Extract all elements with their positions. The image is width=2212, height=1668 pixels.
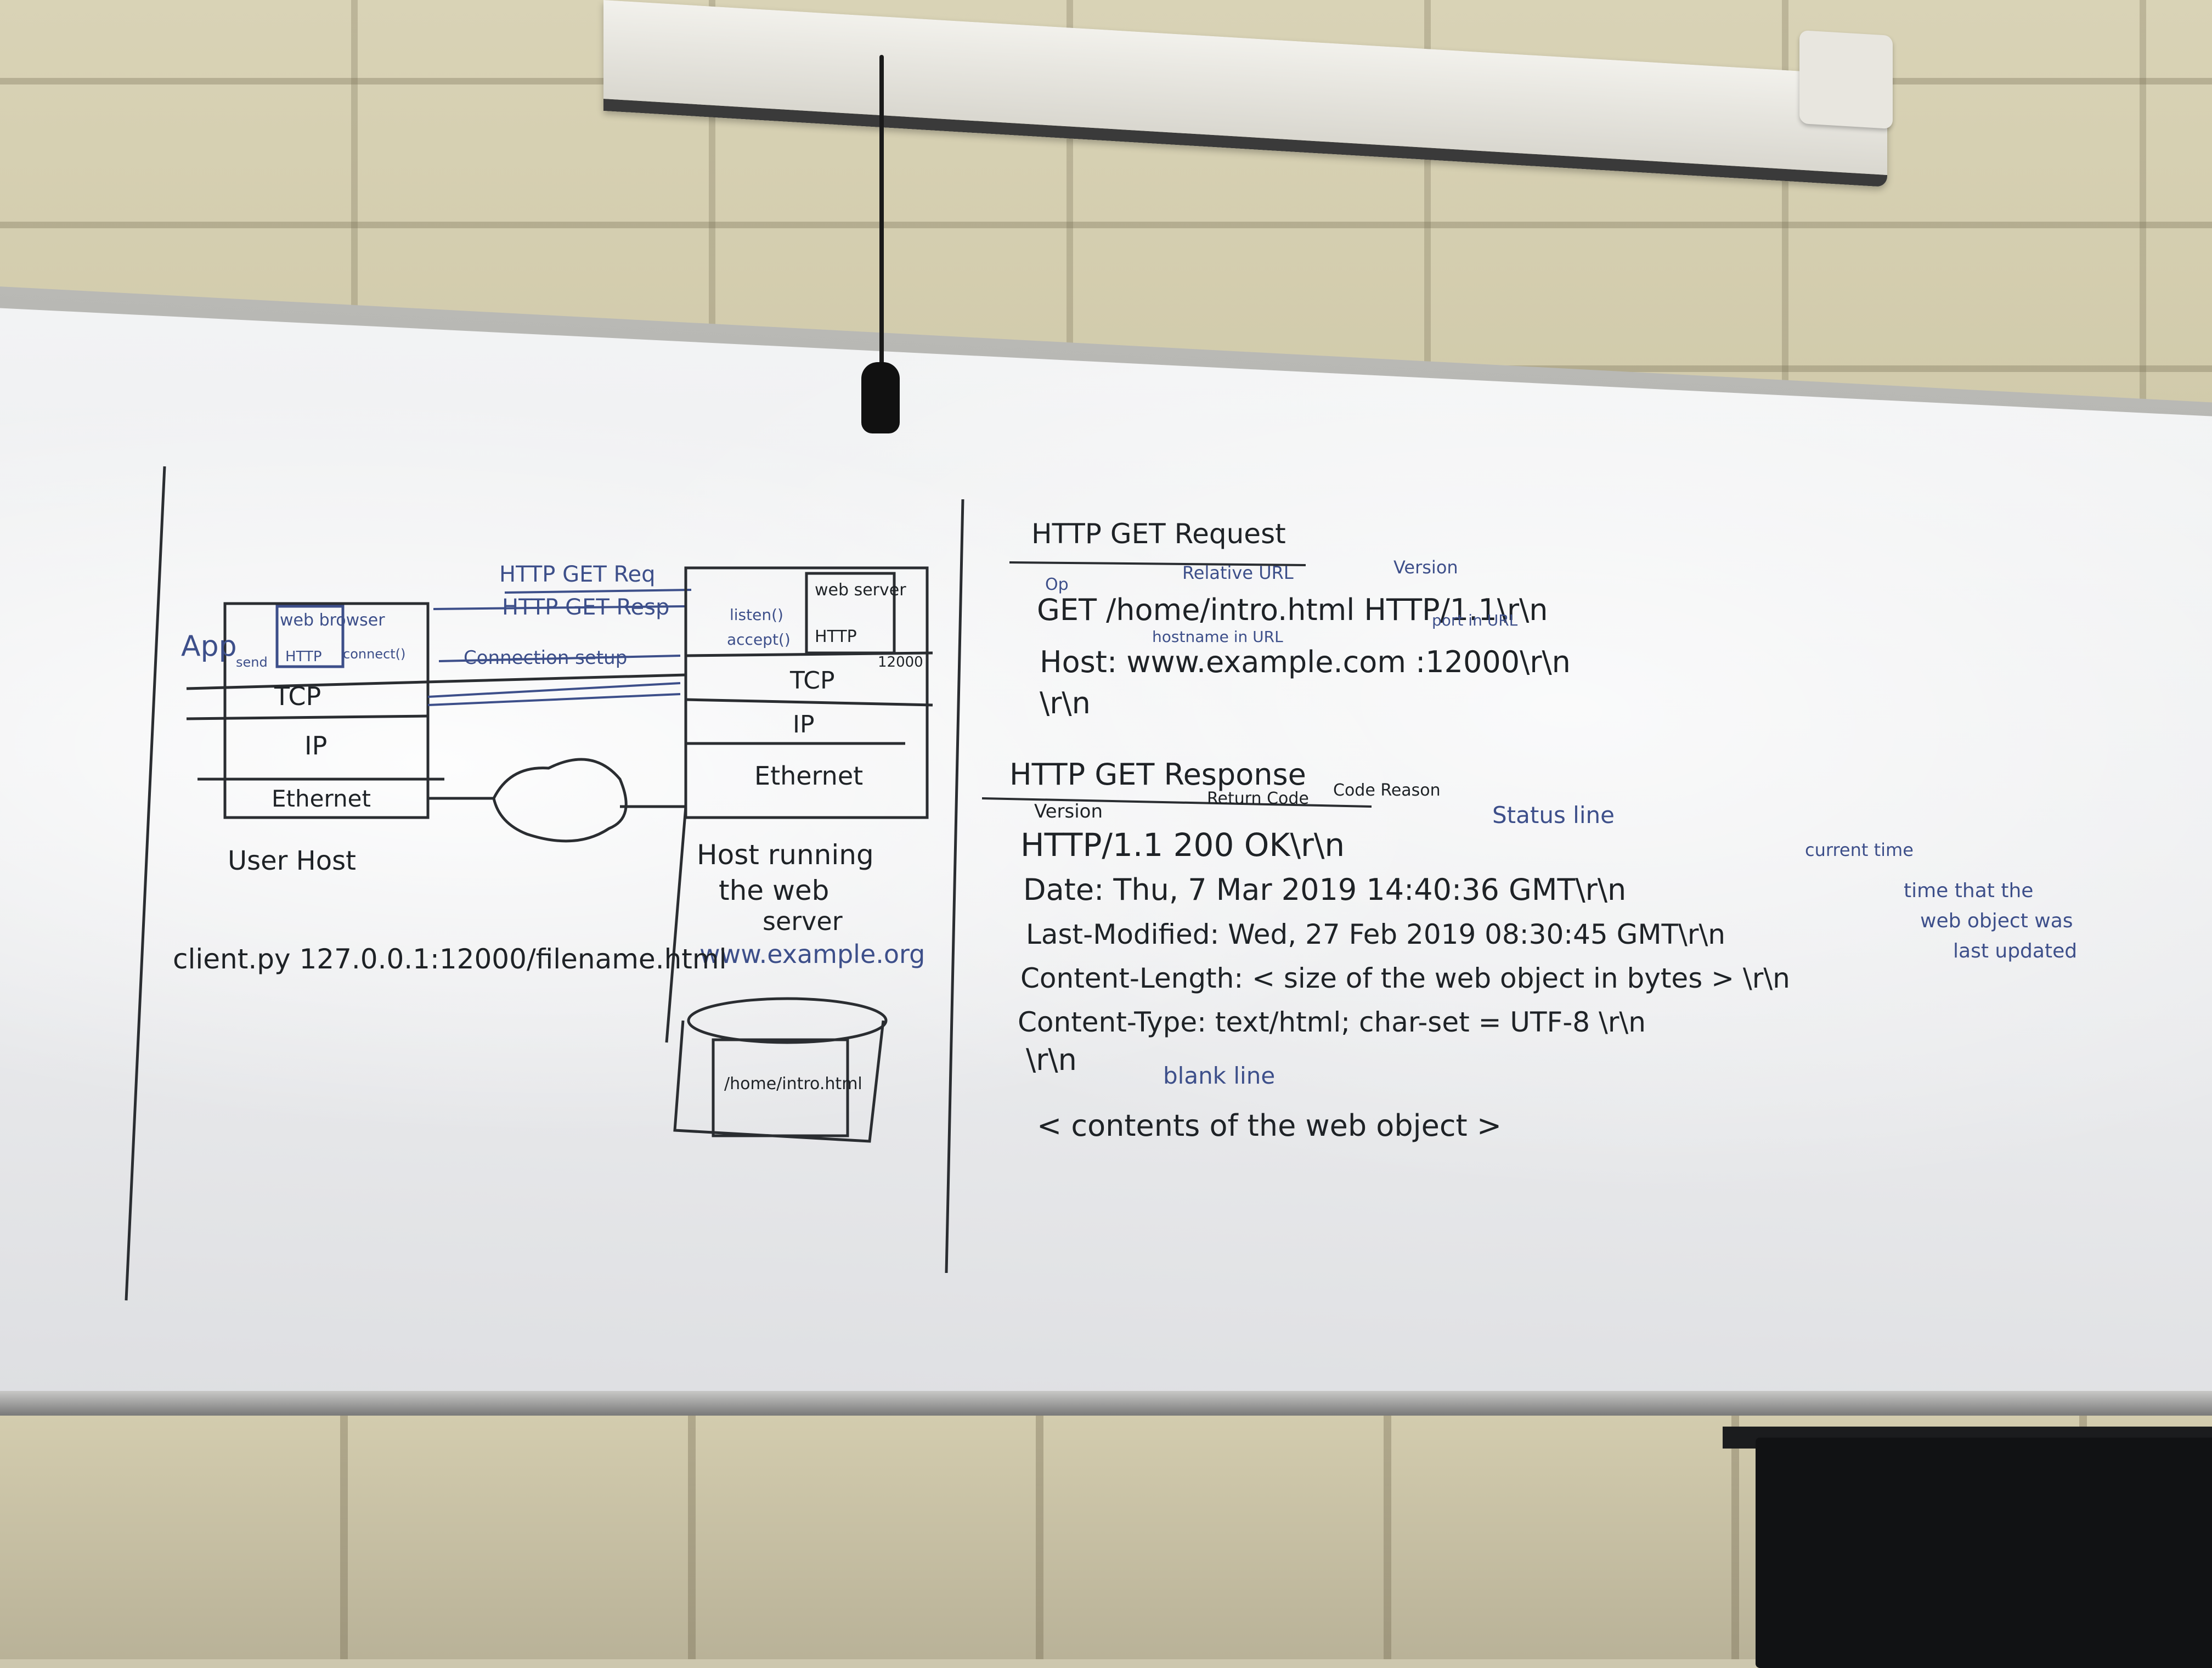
accept-label: accept(): [727, 630, 791, 649]
current-time-note: current time: [1805, 839, 1914, 860]
http-get-resp-label: HTTP GET Resp: [502, 595, 669, 620]
marker-tray: [0, 1391, 2212, 1418]
http-get-req-label: HTTP GET Req: [499, 562, 656, 587]
request-title-underline: [1009, 561, 1306, 566]
version-label: Version: [1393, 557, 1458, 578]
client-ethernet-label: Ethernet: [272, 785, 371, 812]
cord-knot: [861, 362, 900, 433]
server-ip-label: IP: [793, 711, 815, 739]
return-code-label: Return Code: [1207, 789, 1309, 808]
connect-label: connect(): [343, 646, 405, 662]
response-contents-line: < contents of the web object >: [1037, 1108, 1502, 1143]
user-host-label: User Host: [228, 846, 356, 876]
last-modified-note-3: last updated: [1953, 940, 2077, 962]
web-browser-label: web browser: [280, 611, 385, 630]
http-small-label: HTTP: [285, 649, 322, 665]
the-web-label: the web: [719, 875, 829, 906]
request-line-1: GET /home/intro.html HTTP/1.1\r\n: [1037, 593, 1548, 627]
request-line-2: Host: www.example.com :12000\r\n: [1040, 645, 1571, 679]
left-divider: [125, 466, 166, 1301]
relative-url-label: Relative URL: [1182, 562, 1294, 583]
blank-line-note: blank line: [1163, 1062, 1275, 1089]
app-label: App: [181, 630, 237, 663]
response-title: HTTP GET Response: [1009, 757, 1306, 792]
response-status-line: HTTP/1.1 200 OK\r\n: [1020, 826, 1345, 864]
file-path-label: /home/intro.html: [724, 1074, 862, 1094]
request-title: HTTP GET Request: [1031, 518, 1286, 550]
connection-setup-label: Connection setup: [464, 647, 627, 669]
last-modified-note-1: time that the: [1904, 880, 2033, 902]
hostname-label: hostname in URL: [1152, 628, 1283, 646]
op-label: Op: [1045, 575, 1069, 594]
server-http-label: HTTP: [815, 627, 857, 646]
host-running-label: Host running: [697, 839, 874, 871]
server-ethernet-label: Ethernet: [754, 761, 863, 791]
message-arrows: [427, 589, 692, 706]
port-label: 12000: [878, 654, 923, 670]
server-domain-label: www.example.org: [699, 939, 925, 969]
server-tcp-label: TCP: [789, 667, 835, 695]
request-line-3: \r\n: [1040, 686, 1091, 720]
last-modified-note-2: web object was: [1920, 910, 2073, 932]
code-reason-label: Code Reason: [1333, 781, 1441, 800]
client-ip-label: IP: [304, 731, 327, 760]
web-server-label: web server: [815, 581, 906, 600]
port-in-url-label: port in URL: [1432, 611, 1518, 629]
response-last-modified-line: Last-Modified: Wed, 27 Feb 2019 08:30:45…: [1026, 918, 1725, 950]
response-content-type-line: Content-Type: text/html; char-set = UTF-…: [1018, 1006, 1646, 1038]
client-tcp-label: TCP: [274, 681, 321, 711]
send-label: send: [236, 655, 268, 670]
client-stack: [186, 602, 686, 843]
middle-divider: [945, 499, 964, 1273]
screen-pull-cord: [879, 55, 884, 428]
response-version-label: Version: [1034, 801, 1103, 822]
status-line-note: Status line: [1492, 802, 1615, 829]
server-word-label: server: [763, 906, 843, 936]
response-content-length-line: Content-Length: < size of the web object…: [1020, 962, 1790, 994]
listen-label: listen(): [730, 606, 783, 624]
response-date-line: Date: Thu, 7 Mar 2019 14:40:36 GMT\r\n: [1023, 872, 1626, 907]
response-blank-line: \r\n: [1026, 1042, 1077, 1077]
response-title-underline: [981, 797, 1372, 808]
computer-monitor: [1756, 1438, 2212, 1668]
client-command-label: client.py 127.0.0.1:12000/filename.html: [173, 943, 726, 975]
server-stack: [665, 566, 933, 1143]
